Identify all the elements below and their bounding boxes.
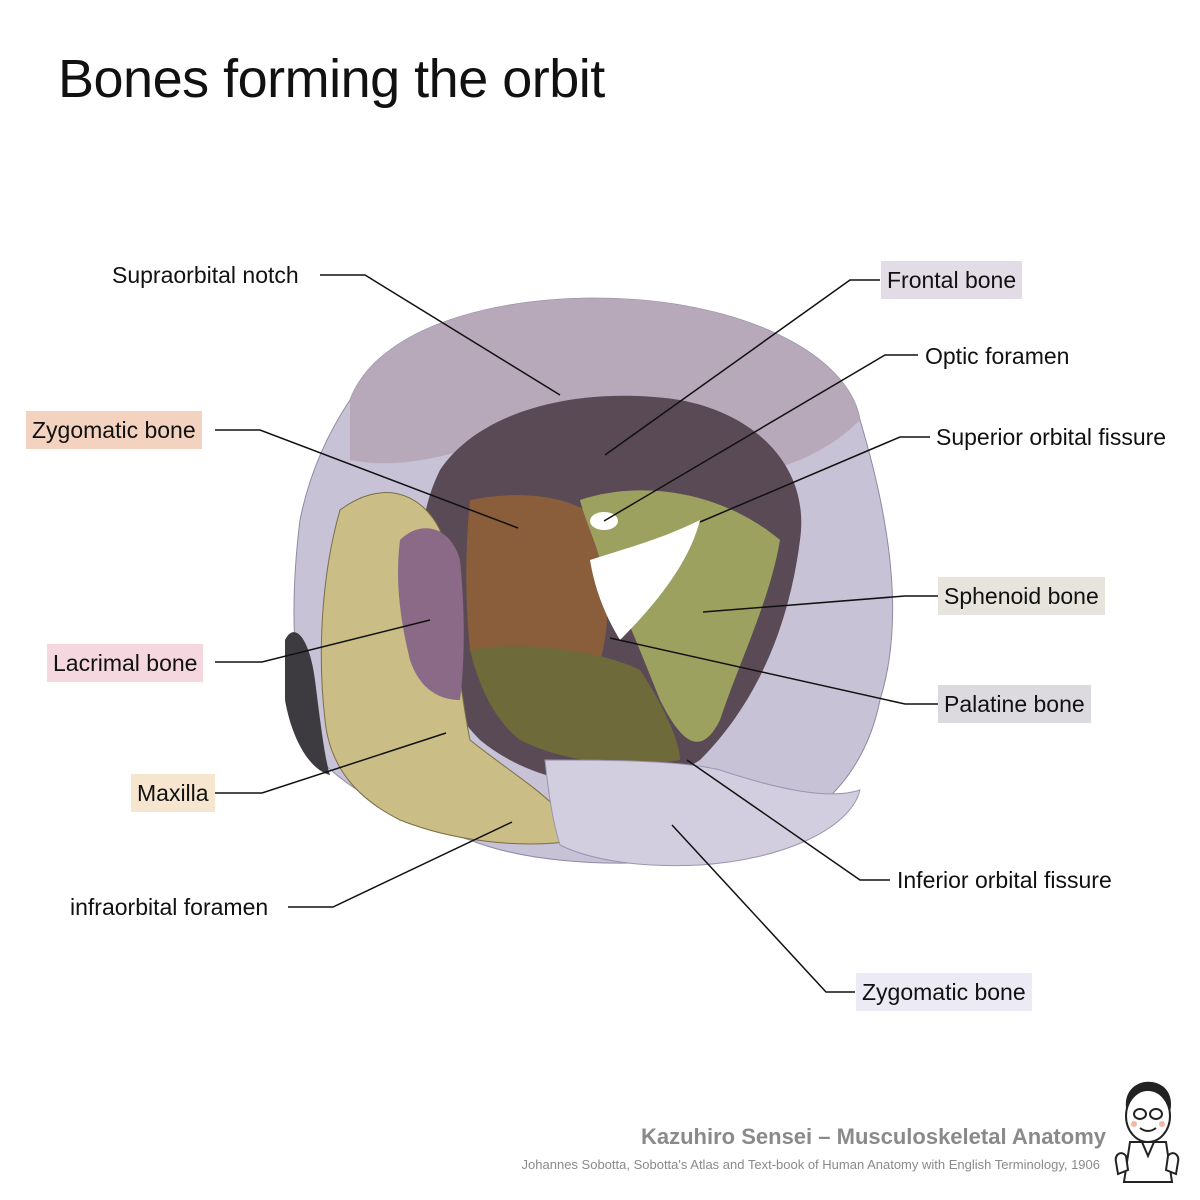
label-optic-foramen: Optic foramen bbox=[925, 343, 1070, 369]
leader-palatine bbox=[609, 637, 938, 705]
leader-sphenoid bbox=[702, 595, 938, 613]
leader-infraorbital bbox=[288, 821, 513, 908]
leader-maxilla bbox=[215, 732, 447, 794]
leader-lines bbox=[215, 274, 938, 993]
label-lacrimal-bone: Lacrimal bone bbox=[47, 644, 204, 682]
label-superior-orbital-fissure: Superior orbital fissure bbox=[936, 424, 1167, 450]
superior-fissure-shape bbox=[590, 520, 700, 640]
credit-source: Johannes Sobotta, Sobotta's Atlas and Te… bbox=[521, 1157, 1100, 1172]
label-sphenoid-bone: Sphenoid bone bbox=[938, 577, 1105, 615]
label-inferior-orbital-fissure: Inferior orbital fissure bbox=[897, 867, 1112, 893]
label-zygomatic-bone-left: Zygomatic bone bbox=[26, 411, 202, 449]
leader-superior-fissure bbox=[699, 436, 930, 523]
label-zygomatic-bone-right: Zygomatic bone bbox=[856, 973, 1032, 1011]
label-supraorbital-notch: Supraorbital notch bbox=[112, 262, 299, 288]
credit-author: Kazuhiro Sensei – Musculoskeletal Anatom… bbox=[641, 1124, 1106, 1149]
orbital-plate bbox=[466, 495, 608, 665]
author-avatar-icon bbox=[1114, 1081, 1180, 1183]
leader-zygomatic-right bbox=[671, 824, 855, 993]
leader-inferior-fissure bbox=[686, 759, 890, 881]
leader-supraorbital-notch bbox=[320, 274, 561, 396]
orbital-floor bbox=[470, 646, 680, 764]
leader-optic-foramen bbox=[603, 354, 918, 522]
label-frontal-bone: Frontal bone bbox=[881, 261, 1023, 299]
skull-left-edge bbox=[285, 632, 330, 775]
lacrimal-region bbox=[398, 528, 464, 700]
label-infraorbital-foramen: infraorbital foramen bbox=[70, 894, 269, 920]
leader-zygomatic-left bbox=[215, 429, 519, 529]
label-maxilla: Maxilla bbox=[131, 774, 215, 812]
page-title: Bones forming the orbit bbox=[58, 49, 605, 109]
leader-frontal-bone bbox=[604, 279, 880, 456]
label-palatine-bone: Palatine bone bbox=[938, 685, 1091, 723]
leader-lacrimal bbox=[215, 619, 431, 663]
